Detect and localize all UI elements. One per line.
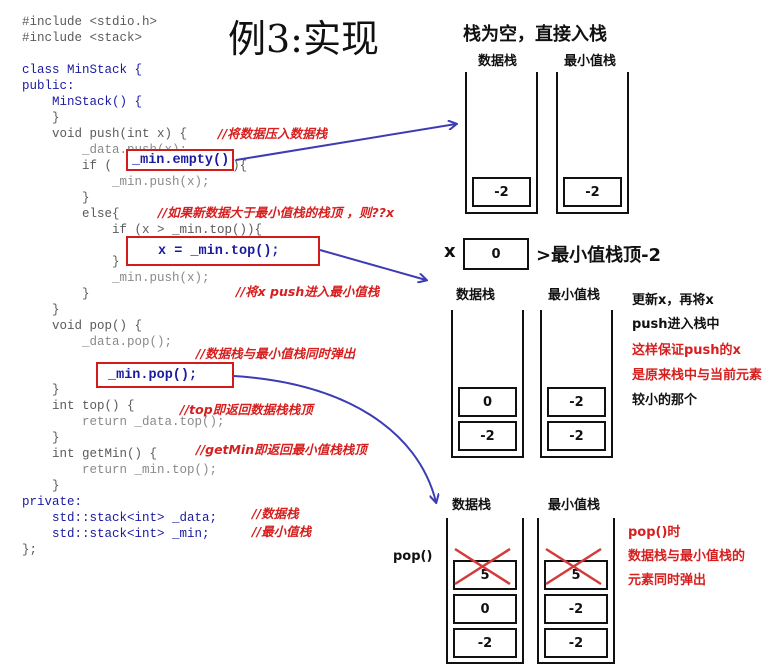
code-close-pop: } bbox=[52, 383, 60, 397]
diagram2-note-5: 较小的那个 bbox=[632, 393, 698, 408]
code-min-decl: std::stack<int> _min; bbox=[52, 527, 210, 541]
highlight-assign-min-top: x = _min.top(); bbox=[126, 236, 320, 266]
stack-cell: 0 bbox=[453, 594, 517, 624]
stack-cell: -2 bbox=[544, 628, 608, 658]
code-close-top: } bbox=[52, 431, 60, 445]
annotation-else: //如果新数据大于最小值栈的栈顶 ，则??x bbox=[158, 205, 395, 220]
code-private: private: bbox=[22, 495, 83, 509]
diagram3-data-stack: 5 0 -2 bbox=[446, 518, 524, 664]
annotation-min: //最小值栈 bbox=[252, 524, 312, 539]
compare-text: >最小值栈顶-2 bbox=[536, 245, 662, 266]
stack-cell: -2 bbox=[547, 387, 606, 417]
diagram2-data-label: 数据栈 bbox=[456, 288, 496, 303]
annotation-push: //将数据压入数据栈 bbox=[218, 126, 328, 141]
stack-cell: 5 bbox=[544, 560, 608, 590]
code-if-tail: ){ bbox=[232, 159, 248, 173]
compare-x-label: x bbox=[444, 241, 456, 262]
annotation-data: //数据栈 bbox=[252, 506, 299, 521]
compare-x-value-box: 0 bbox=[463, 238, 529, 270]
highlight-min-pop: _min.pop(); bbox=[96, 362, 234, 388]
arrow-assign-to-diagram2 bbox=[319, 249, 426, 280]
code-else: else{ bbox=[82, 207, 120, 221]
code-pop-body: _data.pop(); bbox=[82, 335, 173, 349]
code-class-line: class MinStack { bbox=[22, 63, 143, 77]
code-min-push-1: _min.push(x); bbox=[112, 175, 210, 189]
diagram3-note-2: 数据栈与最小值栈的 bbox=[628, 549, 746, 564]
slide-title: 例3:实现 bbox=[228, 17, 379, 61]
diagram3-min-label: 最小值栈 bbox=[548, 498, 601, 513]
code-pop-decl: void pop() { bbox=[52, 319, 143, 333]
code-if2: if (x > _min.top()){ bbox=[112, 223, 263, 237]
code-min-push-2: _min.push(x); bbox=[112, 271, 210, 285]
code-close-if2: } bbox=[112, 255, 120, 269]
diagram1-min-label: 最小值栈 bbox=[564, 54, 617, 69]
code-public: public: bbox=[22, 79, 75, 93]
stack-cell: -2 bbox=[547, 421, 606, 451]
diagram2-min-stack: -2 -2 bbox=[540, 310, 613, 458]
diagram2-note-4: 是原来栈中与当前元素 bbox=[632, 368, 763, 383]
stack-cell: -2 bbox=[458, 421, 517, 451]
diagram3-note-1: pop()时 bbox=[628, 525, 681, 540]
annotation-getmin: //getMin即返回最小值栈栈顶 bbox=[196, 442, 367, 457]
code-if: if ( bbox=[82, 159, 113, 173]
code-close-if: } bbox=[82, 191, 90, 205]
diagram3-pop-label: pop() bbox=[393, 549, 433, 564]
code-include-stdio: #include <stdio.h> bbox=[22, 15, 158, 29]
code-close-else: } bbox=[82, 287, 90, 301]
highlight-min-empty: _min.empty() bbox=[126, 149, 234, 171]
code-push-decl: void push(int x) { bbox=[52, 127, 188, 141]
code-close-push: } bbox=[52, 303, 60, 317]
stack-cell: 0 bbox=[458, 387, 517, 417]
diagram1-data-label: 数据栈 bbox=[478, 54, 518, 69]
stack-cell: -2 bbox=[544, 594, 608, 624]
diagram1-data-stack: -2 bbox=[465, 72, 538, 214]
annotation-top: //top即返回数据栈栈顶 bbox=[180, 402, 313, 417]
code-close-getmin: } bbox=[52, 479, 60, 493]
diagram2-data-stack: 0 -2 bbox=[451, 310, 524, 458]
arrow-pop-to-diagram3 bbox=[233, 375, 436, 502]
code-data-decl: std::stack<int> _data; bbox=[52, 511, 218, 525]
annotation-pop: //数据栈与最小值栈同时弹出 bbox=[196, 346, 356, 361]
code-class-close: }; bbox=[22, 543, 38, 557]
diagram3-min-stack: 5 -2 -2 bbox=[537, 518, 615, 664]
diagram1-min-stack: -2 bbox=[556, 72, 629, 214]
code-top-body: return _data.top(); bbox=[82, 415, 225, 429]
code-getmin-decl: int getMin() { bbox=[52, 447, 158, 461]
code-getmin-body: return _min.top(); bbox=[82, 463, 218, 477]
code-ctor: MinStack() { bbox=[52, 95, 143, 109]
code-top-decl: int top() { bbox=[52, 399, 135, 413]
annotation-push-min: //将x push进入最小值栈 bbox=[236, 284, 380, 299]
arrow-empty-to-diagram1 bbox=[235, 124, 456, 161]
diagram2-note-2: push进入栈中 bbox=[632, 317, 720, 332]
diagram3-note-3: 元素同时弹出 bbox=[628, 573, 707, 588]
diagram3-data-label: 数据栈 bbox=[452, 498, 492, 513]
diagram1-heading: 栈为空，直接入栈 bbox=[463, 24, 607, 45]
cross-icon bbox=[454, 547, 511, 586]
code-includes: #include <stdio.h> #include <stack> bbox=[22, 14, 157, 46]
cross-icon bbox=[545, 547, 602, 586]
code-ctor-close: } bbox=[52, 111, 60, 125]
stack-cell: -2 bbox=[472, 177, 531, 207]
stack-cell: -2 bbox=[563, 177, 622, 207]
diagram2-min-label: 最小值栈 bbox=[548, 288, 601, 303]
code-include-stack: #include <stack> bbox=[22, 31, 143, 45]
diagram2-note-3: 这样保证push的x bbox=[632, 343, 741, 358]
stack-cell: 5 bbox=[453, 560, 517, 590]
diagram2-note-1: 更新x，再将x bbox=[632, 293, 714, 308]
stack-cell: -2 bbox=[453, 628, 517, 658]
